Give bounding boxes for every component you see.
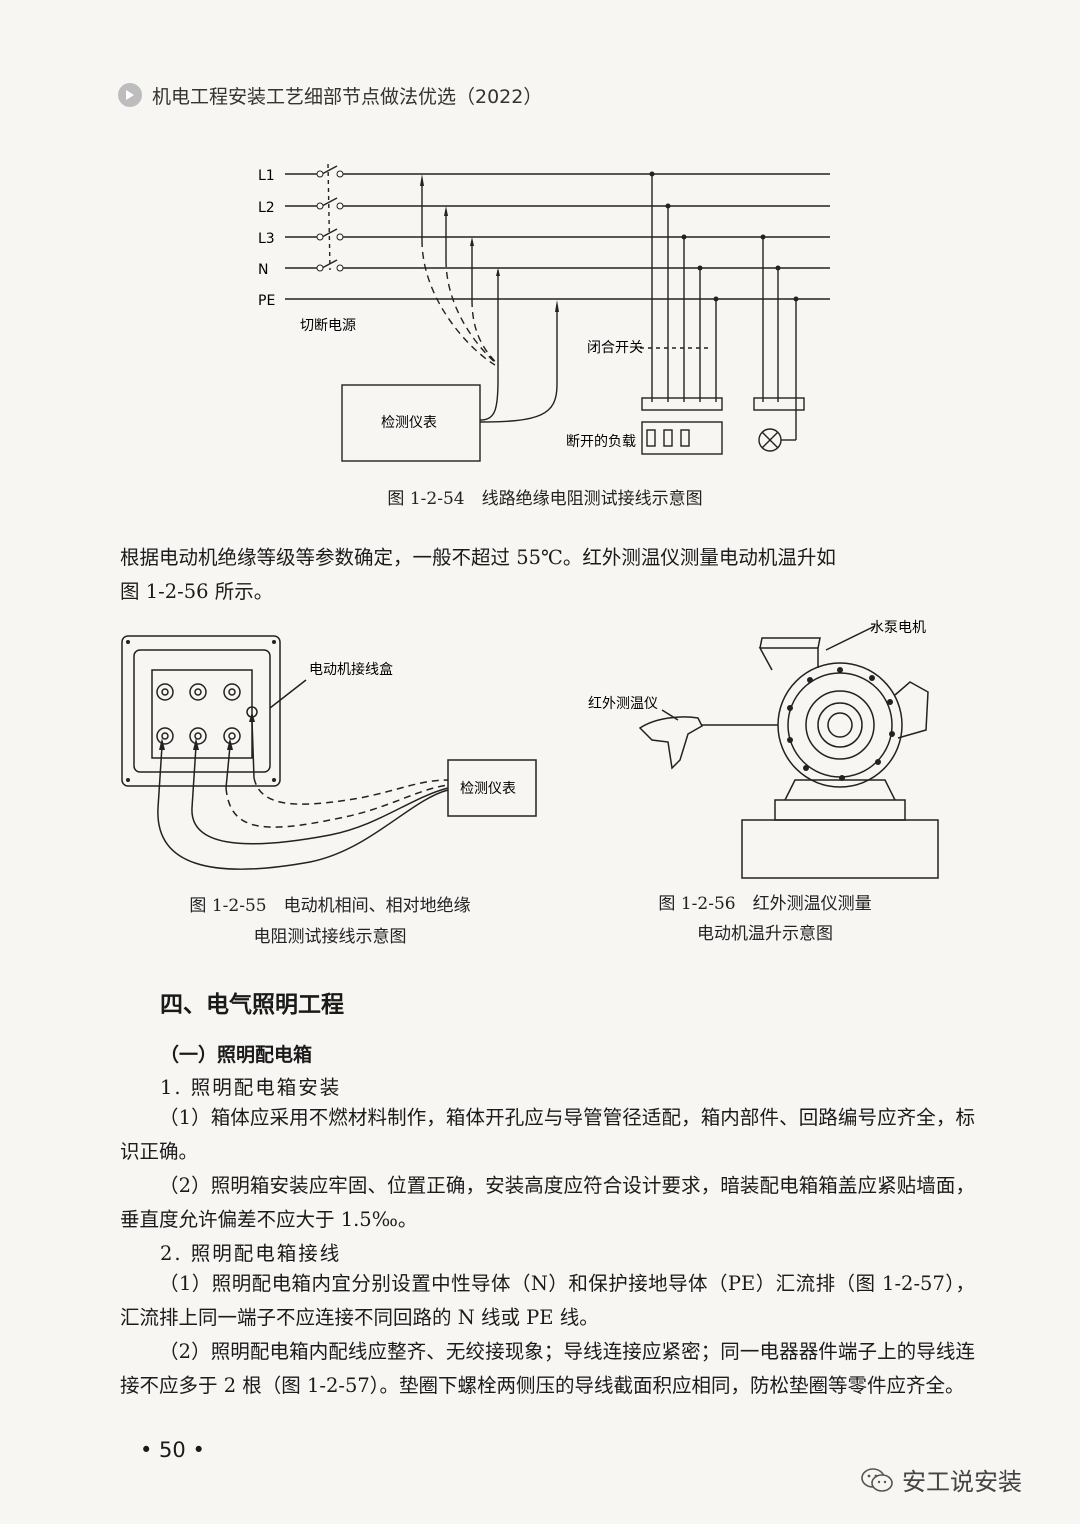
infrared-thermometer-label: 红外测温仪 bbox=[588, 696, 658, 712]
watermark: 安工说安装 bbox=[860, 1462, 1022, 1497]
figure-1-2-54-diagram: L1 L2 L3 N PE 切断电源 检测仪表 闭合开关 断开的负载 bbox=[258, 163, 830, 462]
meter-label: 检测仪表 bbox=[381, 415, 437, 431]
figure-1-2-55-diagram: 电动机接线盒 检测仪表 bbox=[121, 635, 537, 870]
paragraph-line: 图 1-2-56 所示。 bbox=[120, 580, 274, 603]
paragraph: （2）照明配电箱内配线应整齐、无绞接现象；导线连接应紧密；同一电器器件端子上的导… bbox=[120, 1340, 975, 1397]
bus-label-n: N bbox=[258, 262, 268, 278]
figure-1-2-55-caption-line2: 电阻测试接线示意图 bbox=[253, 927, 407, 947]
bus-label-l1: L1 bbox=[258, 168, 275, 184]
running-header: 机电工程安装工艺细部节点做法优选（2022） bbox=[118, 80, 542, 110]
book-title: 机电工程安装工艺细部节点做法优选（2022） bbox=[152, 85, 543, 108]
item-heading: 1. 照明配电箱安装 bbox=[160, 1076, 342, 1099]
paragraph: （1）箱体应采用不燃材料制作，箱体开孔应与导管管径适配，箱内部件、回路编号应齐全… bbox=[120, 1106, 975, 1163]
watermark-text: 安工说安装 bbox=[902, 1468, 1022, 1496]
cutoff-label: 切断电源 bbox=[300, 318, 356, 334]
bus-label-l3: L3 bbox=[258, 231, 275, 247]
section-heading: 四、电气照明工程 bbox=[160, 992, 344, 1018]
figure-1-2-56-caption-line2: 电动机温升示意图 bbox=[697, 924, 833, 944]
figure-1-2-56-diagram: 水泵电机 红外测温仪 bbox=[588, 620, 939, 879]
wechat-icon bbox=[861, 1467, 893, 1492]
bus-label-pe: PE bbox=[258, 293, 275, 309]
pump-motor-label: 水泵电机 bbox=[870, 620, 926, 636]
subsection-heading: （一）照明配电箱 bbox=[160, 1044, 313, 1066]
figure-1-2-56-caption-line1: 图 1-2-56 红外测温仪测量 bbox=[658, 894, 872, 914]
arrow-circle-icon bbox=[118, 83, 142, 107]
meter-label: 检测仪表 bbox=[460, 781, 516, 797]
figure-1-2-54-caption: 图 1-2-54 线路绝缘电阻测试接线示意图 bbox=[387, 489, 703, 509]
open-load-label: 断开的负载 bbox=[566, 434, 636, 450]
bus-label-l2: L2 bbox=[258, 200, 275, 216]
paragraph: （2）照明箱安装应牢固、位置正确，安装高度应符合设计要求，暗装配电箱箱盖应紧贴墙… bbox=[120, 1174, 975, 1231]
figure-1-2-55-caption-line1: 图 1-2-55 电动机相间、相对地绝缘 bbox=[189, 896, 471, 916]
item-heading: 2. 照明配电箱接线 bbox=[160, 1242, 342, 1265]
paragraph-line: 根据电动机绝缘等级等参数确定，一般不超过 55℃。红外测温仪测量电动机温升如 bbox=[120, 546, 836, 569]
page-number: • 50 • bbox=[140, 1438, 205, 1462]
paragraph: （1）照明配电箱内宜分别设置中性导体（N）和保护接地导体（PE）汇流排（图 1-… bbox=[120, 1272, 975, 1329]
closed-switch-label: 闭合开关 bbox=[587, 340, 643, 356]
junction-box-label: 电动机接线盒 bbox=[309, 661, 393, 678]
